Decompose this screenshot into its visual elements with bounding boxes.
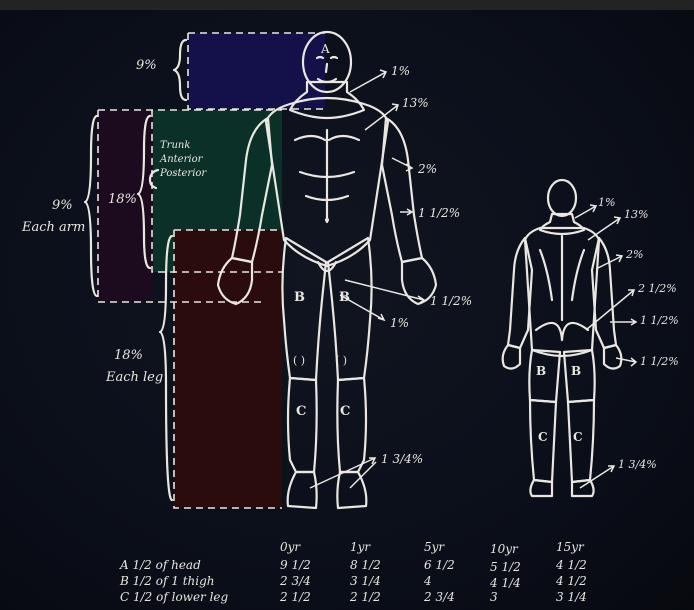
front-upper-arm-percentage: 2% — [418, 162, 437, 176]
back-thigh-letter-left: B — [571, 364, 581, 378]
back-forearm-percentage: 1 1/2% — [640, 314, 679, 327]
front-hand-percentage: 1 1/2% — [430, 294, 472, 308]
table-cell: 8 1/2 — [350, 558, 381, 572]
table-cell: 3 — [490, 590, 498, 604]
back-leg-letter-left: C — [573, 430, 583, 444]
right-lower-leg — [288, 378, 317, 472]
table-cell: 5 1/2 — [490, 560, 521, 574]
trunk-label: Trunk — [160, 140, 190, 151]
table-header-cell: 5yr — [424, 540, 444, 554]
back-right-hand — [503, 345, 520, 369]
table-header-cell: 1yr — [350, 540, 370, 554]
arrow-forearm — [400, 209, 412, 215]
table-cell: 2 3/4 — [424, 590, 455, 604]
anterior-label: Anterior — [160, 154, 202, 165]
table-row-label: C 1/2 of lower leg — [120, 590, 228, 604]
back-buttock-percentage: 2 1/2% — [638, 282, 677, 295]
table-cell: 2 1/2 — [280, 590, 311, 604]
front-head-letter: A — [321, 42, 330, 56]
left-arm — [382, 118, 422, 262]
front-thigh-letter-left: B — [339, 290, 350, 305]
back-leg-letter-right: C — [538, 430, 548, 444]
table-header-cell: 10yr — [490, 542, 518, 556]
head-percentage: 9% — [136, 58, 157, 73]
back-thigh-letter-right: B — [536, 364, 546, 378]
table-cell: 4 1/2 — [556, 574, 587, 588]
front-leg-letter-right: C — [296, 404, 306, 419]
head-brace — [174, 40, 186, 100]
back-hand-percentage: 1 1/2% — [640, 355, 679, 368]
front-genital-percentage: 1% — [390, 316, 409, 330]
back-back-percentage: 13% — [624, 208, 648, 221]
back-details — [536, 236, 588, 340]
arrow-back-neck — [575, 205, 596, 218]
back-foot-percentage: 1 3/4% — [618, 458, 657, 471]
arrow-neck — [350, 70, 386, 92]
navel — [325, 218, 329, 222]
front-chest-percentage: 13% — [402, 96, 429, 110]
table-row-label: A 1/2 of head — [120, 558, 201, 572]
back-head — [548, 180, 576, 216]
table-cell: 4 1/2 — [556, 558, 587, 572]
leg-region-fill — [174, 230, 282, 508]
front-knee-mark-left: ( ) — [335, 354, 347, 367]
table-cell: 4 — [424, 574, 432, 588]
left-lower-leg — [337, 378, 366, 472]
back-right-foot — [530, 480, 552, 496]
leg-label: Each leg — [106, 370, 163, 385]
front-thigh-letter-right: B — [294, 290, 305, 305]
arm-brace — [85, 116, 97, 296]
table-cell: 4 1/4 — [490, 576, 521, 590]
right-foot — [288, 472, 317, 508]
arrow-back — [588, 217, 620, 240]
arrow-chest — [365, 104, 398, 130]
adult-back-figure — [503, 180, 622, 496]
trunk-details — [295, 130, 359, 222]
front-leg-letter-left: C — [340, 404, 350, 419]
leg-brace — [160, 236, 172, 500]
front-neck-percentage: 1% — [391, 64, 410, 78]
back-neck-percentage: 1% — [598, 196, 615, 209]
label-arrows — [310, 70, 636, 488]
table-cell: 2 1/2 — [350, 590, 381, 604]
arm-label: Each arm — [22, 220, 85, 235]
back-left-hand — [604, 345, 621, 369]
back-left-foot — [572, 480, 594, 496]
arm-percentage: 9% — [52, 198, 73, 213]
front-knee-mark-right: ( ) — [293, 354, 305, 367]
posterior-label: Posterior — [160, 168, 206, 179]
table-header-cell: 15yr — [556, 540, 584, 554]
table-cell: 2 3/4 — [280, 574, 311, 588]
front-foot-percentage: 1 3/4% — [381, 452, 423, 466]
table-cell: 9 1/2 — [280, 558, 311, 572]
table-row-label: B 1/2 of 1 thigh — [120, 574, 215, 588]
leg-percentage: 18% — [114, 348, 143, 363]
back-upper-arm-percentage: 2% — [626, 248, 643, 261]
arrow-back-foot — [580, 466, 614, 488]
table-cell: 6 1/2 — [424, 558, 455, 572]
trunk-percentage: 18% — [108, 192, 137, 207]
front-forearm-percentage: 1 1/2% — [418, 206, 460, 220]
table-header-cell: 0yr — [280, 540, 300, 554]
arrow-back-hand — [616, 358, 636, 366]
left-foot — [337, 472, 366, 508]
table-cell: 3 1/4 — [556, 590, 587, 604]
table-cell: 3 1/4 — [350, 574, 381, 588]
